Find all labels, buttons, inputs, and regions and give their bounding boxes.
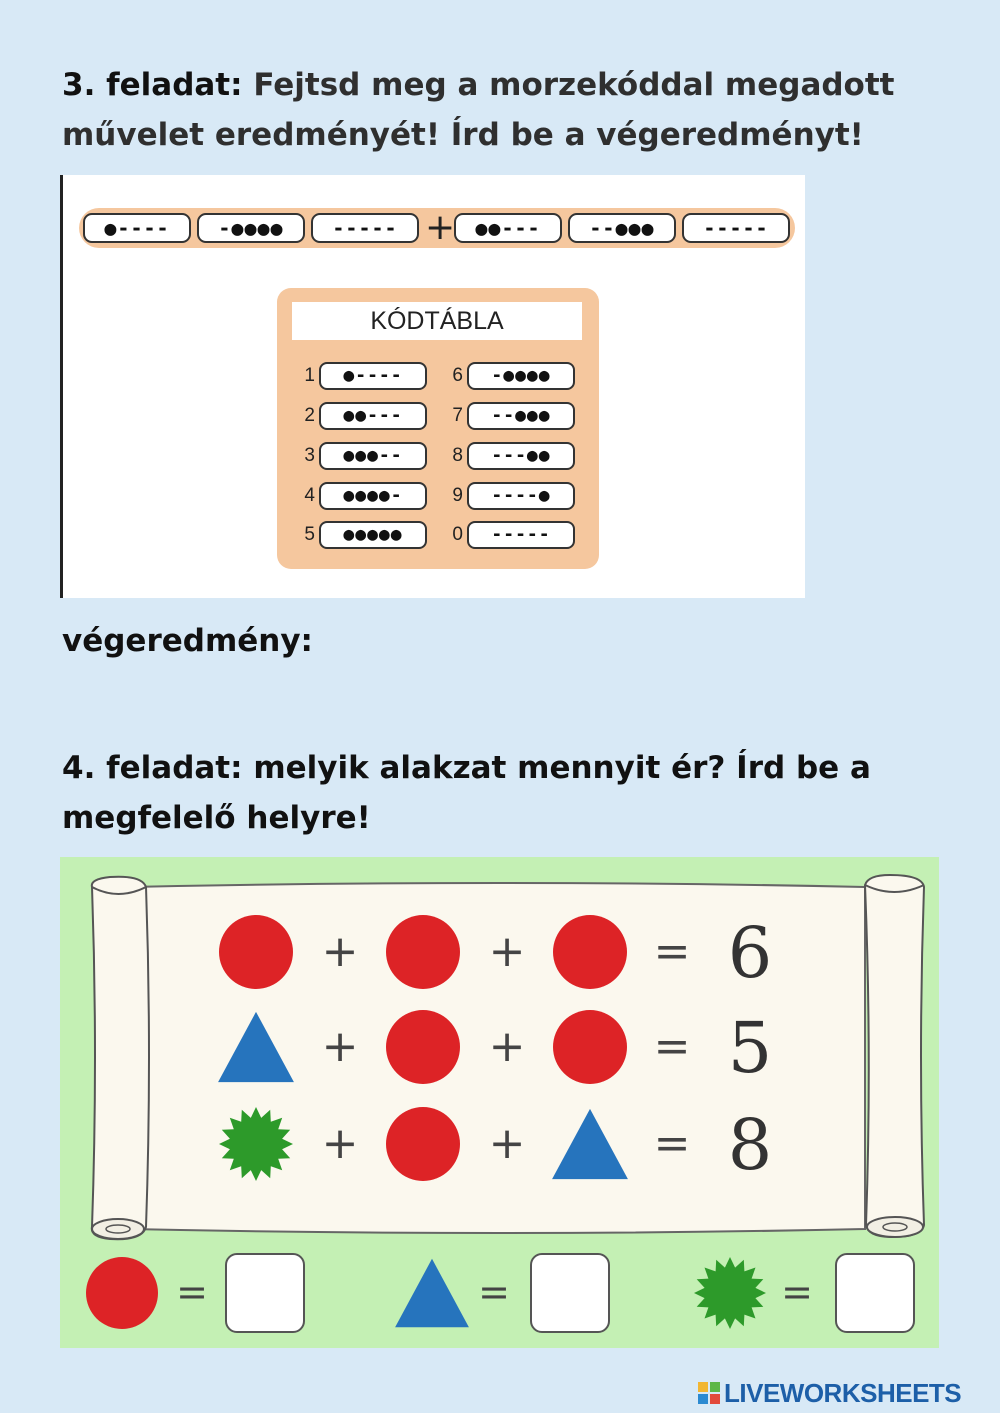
plus-operator: + [425,207,456,248]
liveworksheets-logo-icon [698,1382,720,1404]
morse-code-left-3: ----- [311,213,419,243]
code-morse: -●●●● [467,362,575,390]
code-digit: 5 [304,524,315,545]
code-digit: 1 [304,365,315,386]
code-morse: ●●--- [319,402,427,430]
plus-sign: + [489,926,526,977]
equation-result: 5 [728,1007,773,1089]
equation-result: 6 [728,912,773,994]
answer-box-star[interactable] [835,1253,915,1333]
answer-equals-sign: = [781,1270,813,1314]
morse-expression: ●---- -●●●● ----- + ●●--- --●●● ----- [79,207,795,248]
blue-triangle-icon [552,1108,628,1180]
morse-code-right-1: ●●--- [454,213,562,243]
plus-sign: + [322,926,359,977]
answer-equals-sign: = [176,1270,208,1314]
code-digit: 2 [304,405,315,426]
scroll-illustration: + + = 6 + + = 5 + + = 8 = = = [86,873,926,1329]
plus-sign: + [489,1021,526,1072]
plus-sign: + [322,1118,359,1169]
red-circle-icon [86,1257,158,1329]
code-morse: ----- [467,521,575,549]
code-digit: 4 [304,485,315,506]
code-digit: 9 [452,485,463,506]
red-circle-icon [219,915,293,989]
morse-code-left-2: -●●●● [197,213,305,243]
equals-sign: = [654,1118,691,1169]
code-digit: 0 [452,524,463,545]
red-circle-icon [386,1010,460,1084]
answer-equals-sign: = [478,1270,510,1314]
answer-box-triangle[interactable] [530,1253,610,1333]
morse-code-left-1: ●---- [83,213,191,243]
liveworksheets-brand: LIVEWORKSHEETS [698,1377,998,1409]
blue-triangle-icon [218,1011,294,1083]
red-circle-icon [553,915,627,989]
answers-layer: = = = [86,1257,813,1329]
equations-layer: + + = 6 + + = 5 + + = 8 [218,912,772,1186]
code-morse: ●---- [319,362,427,390]
code-morse: ---●● [467,442,575,470]
equals-sign: = [654,1021,691,1072]
morse-code-right-2: --●●● [568,213,676,243]
shape-puzzle-image: + + = 6 + + = 5 + + = 8 = = = [60,857,939,1348]
code-morse: ●●●-- [319,442,427,470]
blue-triangle-icon [395,1258,469,1328]
task3-instruction: Fejtsd meg a morzekóddal megadott művele… [62,67,895,153]
code-morse: ----● [467,482,575,510]
morse-puzzle-image: ●---- -●●●● ----- + ●●--- --●●● ----- KÓ… [60,175,805,598]
equation-result: 8 [728,1104,773,1186]
green-star-icon [694,1257,766,1329]
code-digit: 6 [452,365,463,386]
green-star-icon [219,1107,293,1181]
code-digit: 7 [452,405,463,426]
plus-sign: + [322,1021,359,1072]
brand-name: LIVEWORKSHEETS [724,1378,962,1408]
red-circle-icon [553,1010,627,1084]
code-morse: --●●● [467,402,575,430]
task3-label: 3. feladat: [62,67,243,103]
red-circle-icon [386,915,460,989]
morse-code-right-3: ----- [682,213,790,243]
code-morse: ●●●●- [319,482,427,510]
plus-sign: + [489,1118,526,1169]
code-digit: 3 [304,445,315,466]
code-table-title: KÓDTÁBLA [292,302,582,340]
task3-heading: 3. feladat: Fejtsd meg a morzekóddal meg… [62,60,922,160]
answer-box-circle[interactable] [225,1253,305,1333]
code-digit: 8 [452,445,463,466]
result-label: végeredmény: [62,623,313,659]
red-circle-icon [386,1107,460,1181]
equals-sign: = [654,926,691,977]
code-table: KÓDTÁBLA 1 ●---- 2 ●●--- 3 ●●●-- 4 ●●●●-… [277,288,599,569]
task4-heading: 4. feladat: melyik alakzat mennyit ér? Í… [62,750,871,836]
code-morse: ●●●●● [319,521,427,549]
